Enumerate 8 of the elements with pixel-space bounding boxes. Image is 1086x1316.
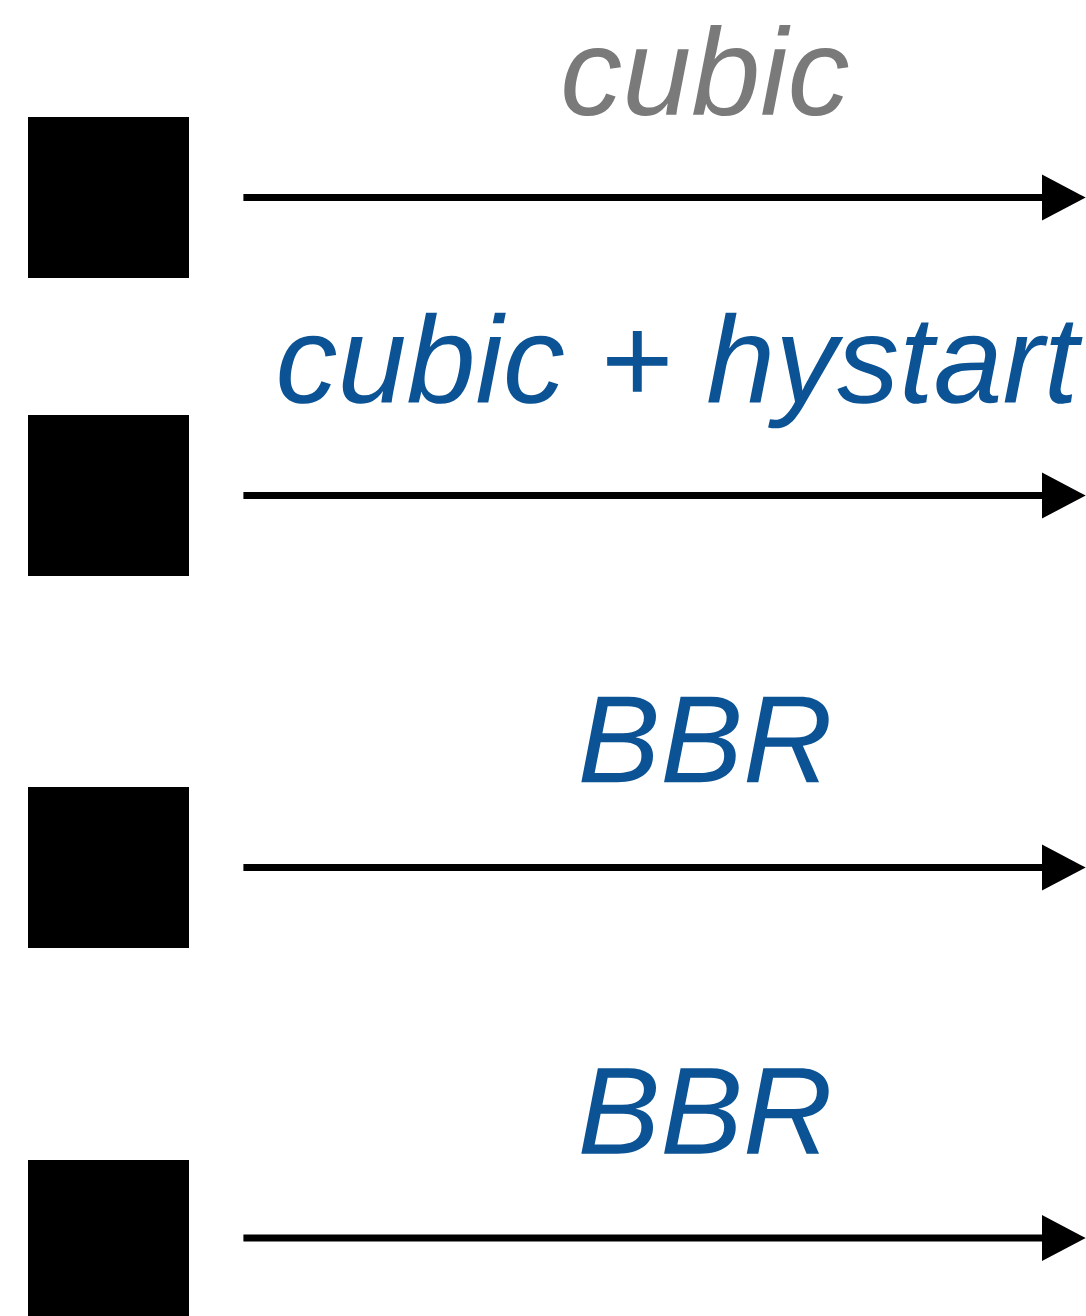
edge-label: BBR bbox=[581, 696, 829, 783]
square bbox=[28, 415, 189, 576]
edge-label: cubic bbox=[564, 25, 849, 117]
square bbox=[28, 787, 189, 948]
square bbox=[28, 1160, 189, 1316]
edge-label: BBR bbox=[581, 1068, 829, 1154]
square bbox=[28, 117, 189, 278]
edge-label: cubic + hystart bbox=[279, 312, 1083, 429]
